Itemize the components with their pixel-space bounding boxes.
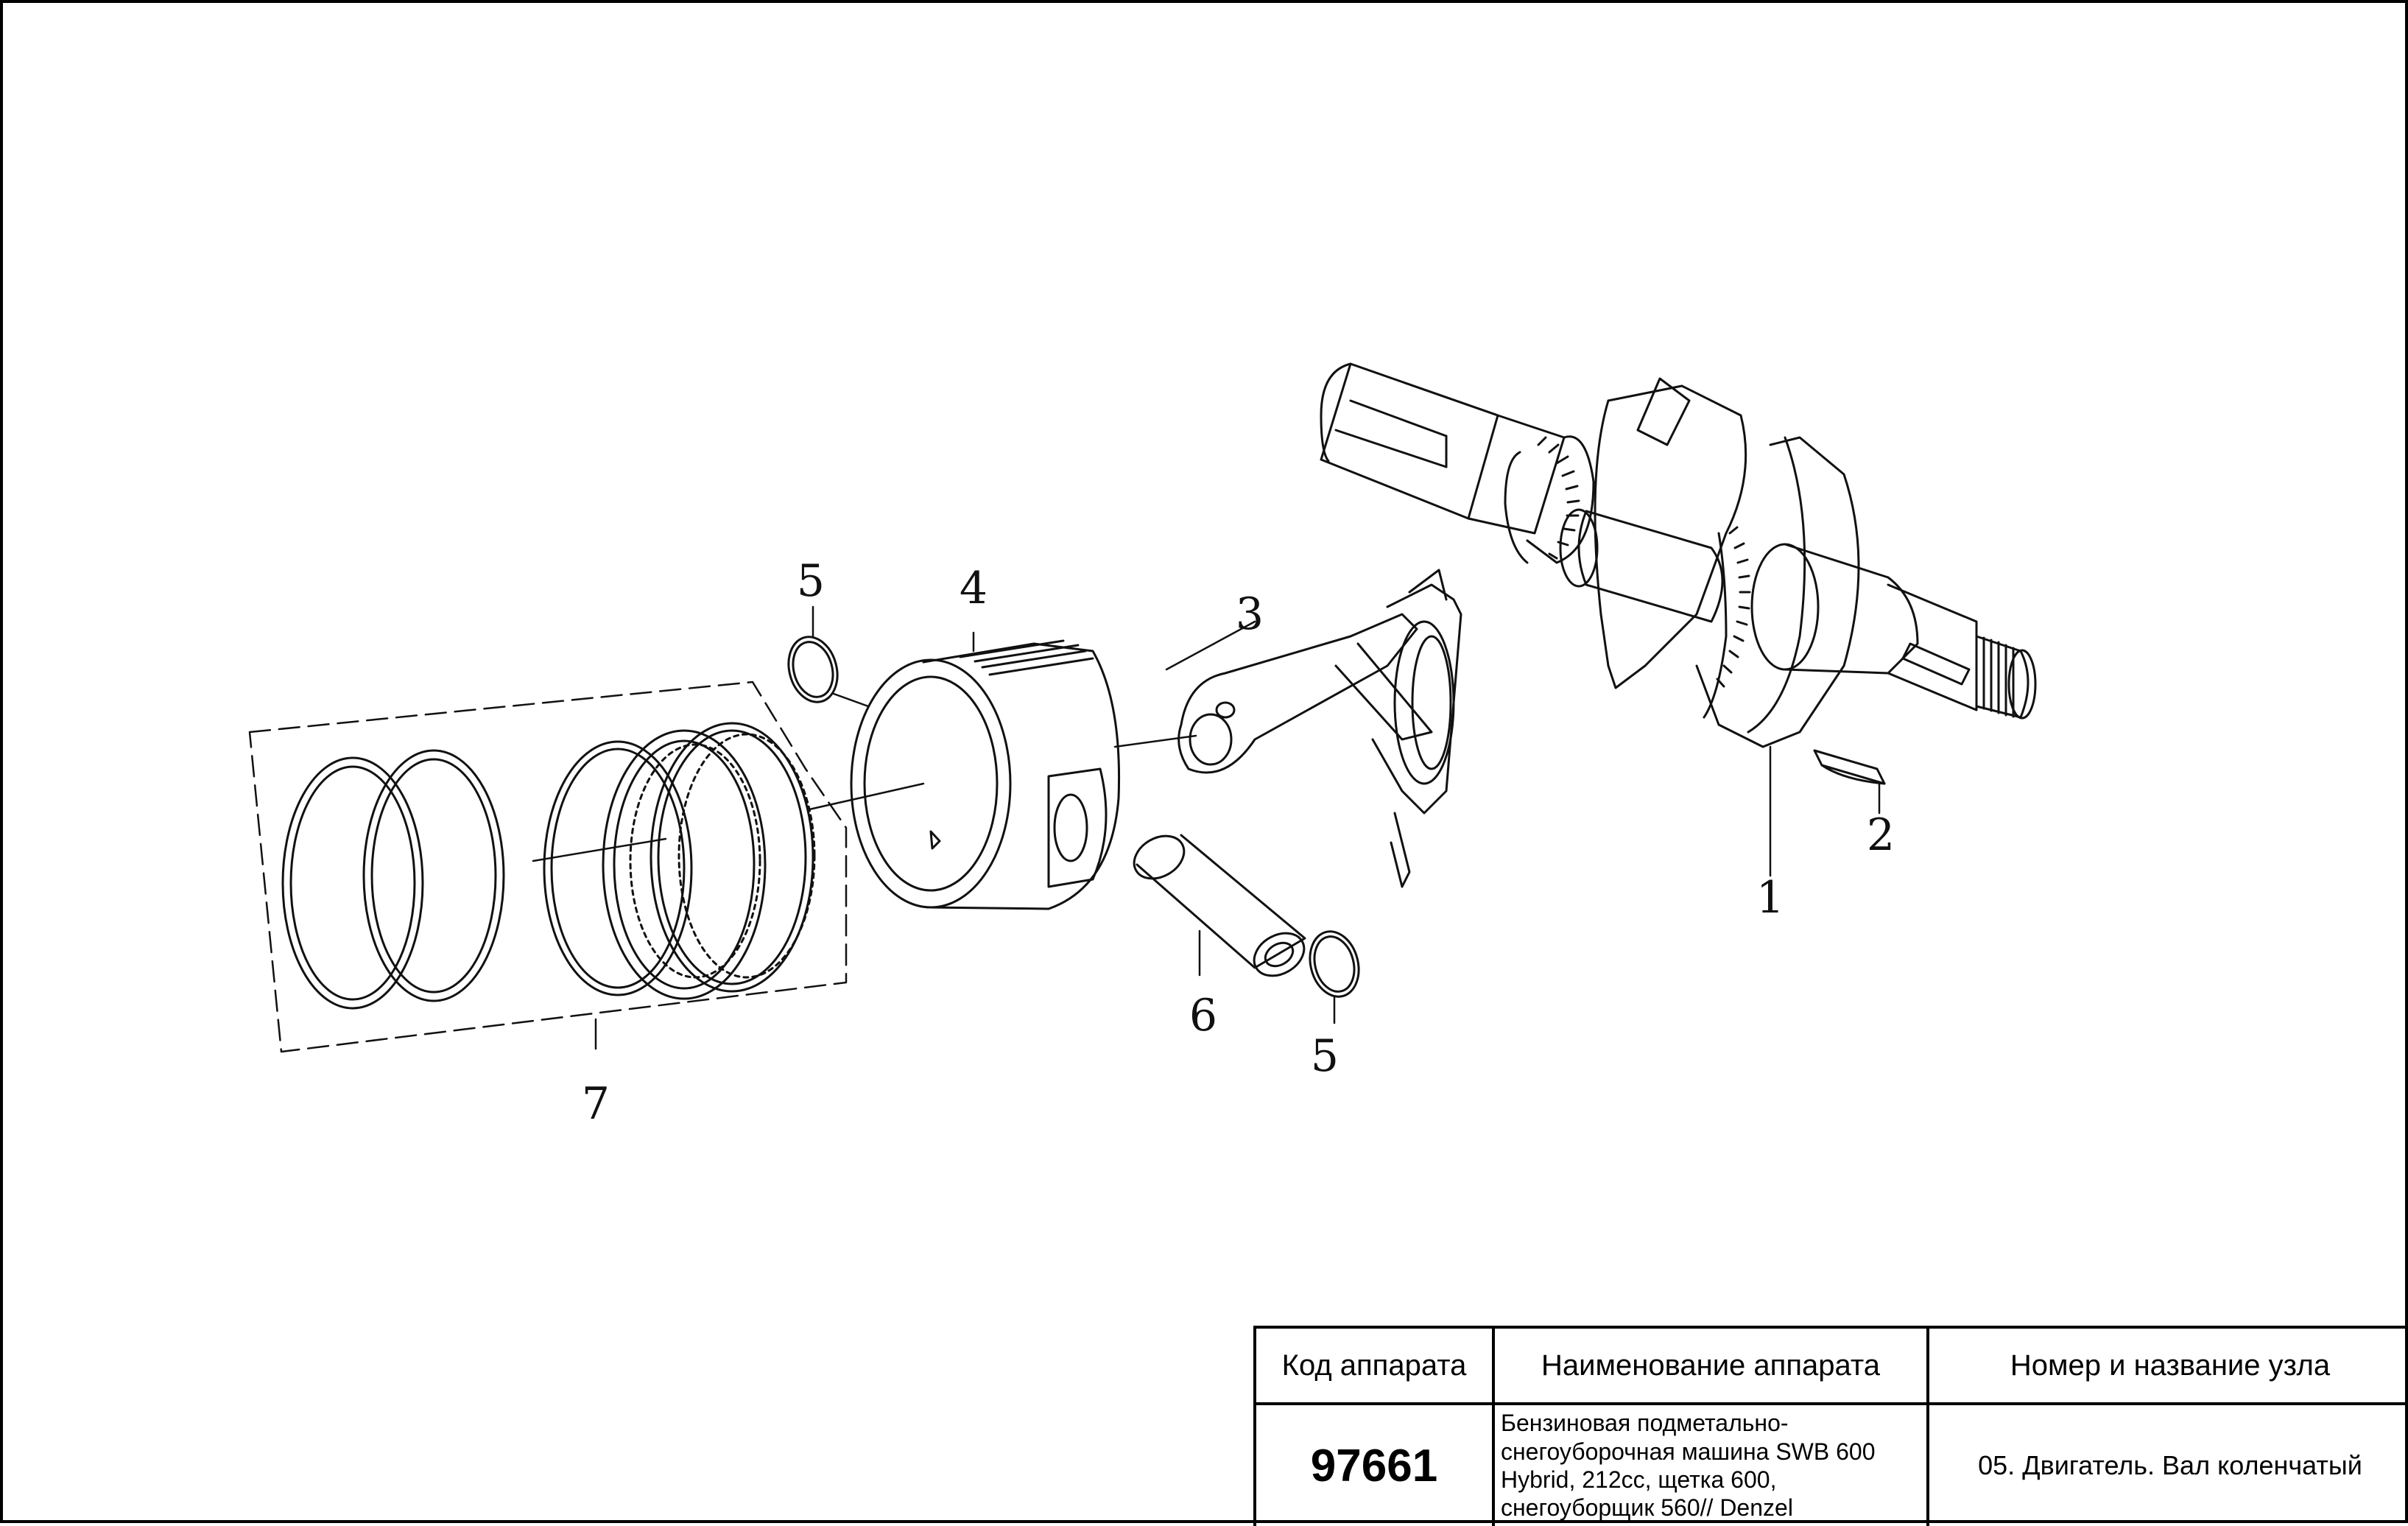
piston-icon xyxy=(850,639,1121,910)
piston-ring-set-icon xyxy=(248,681,848,1053)
callout-4: 4 xyxy=(959,563,988,614)
callout-1: 1 xyxy=(1756,872,1785,924)
unit-header: Номер и название узла xyxy=(1929,1329,2408,1405)
title-block: Код аппарата Наименование аппарата Номер… xyxy=(1253,1326,2408,1526)
callout-5-upper: 5 xyxy=(796,555,825,607)
name-header: Наименование аппарата xyxy=(1495,1329,1929,1405)
unit-name: 05. Двигатель. Вал коленчатый xyxy=(1978,1450,2362,1480)
device-name: Бензиновая подметально- снегоуборочная м… xyxy=(1495,1405,1929,1526)
piston-pin-icon xyxy=(1133,834,1306,977)
device-name-line: Бензиновая подметально- xyxy=(1501,1410,1789,1437)
callout-6: 6 xyxy=(1189,990,1218,1041)
code-header: Код аппарата xyxy=(1256,1329,1495,1405)
device-name-line: снегоуборщик 560// Denzel xyxy=(1501,1494,1793,1522)
callout-2: 2 xyxy=(1866,809,1895,861)
woodruff-key-icon xyxy=(1813,749,1886,785)
connecting-rod-icon xyxy=(1177,569,1462,888)
device-name-line: Hybrid, 212cc, щетка 600, xyxy=(1501,1466,1777,1493)
leader-lines xyxy=(532,605,1881,1050)
device-name-line: снегоуборочная машина SWB 600 xyxy=(1501,1438,1876,1465)
callout-5-lower: 5 xyxy=(1310,1030,1339,1082)
circlip-icon xyxy=(787,636,1360,998)
callout-7: 7 xyxy=(581,1078,610,1130)
device-code: 97661 xyxy=(1256,1405,1495,1526)
callout-3: 3 xyxy=(1235,588,1264,640)
exploded-parts-diagram xyxy=(248,362,2037,1053)
crankshaft-icon xyxy=(1320,362,2037,748)
